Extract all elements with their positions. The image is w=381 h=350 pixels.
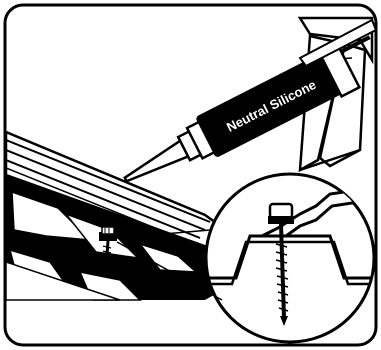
detail-screw-head bbox=[270, 204, 292, 218]
